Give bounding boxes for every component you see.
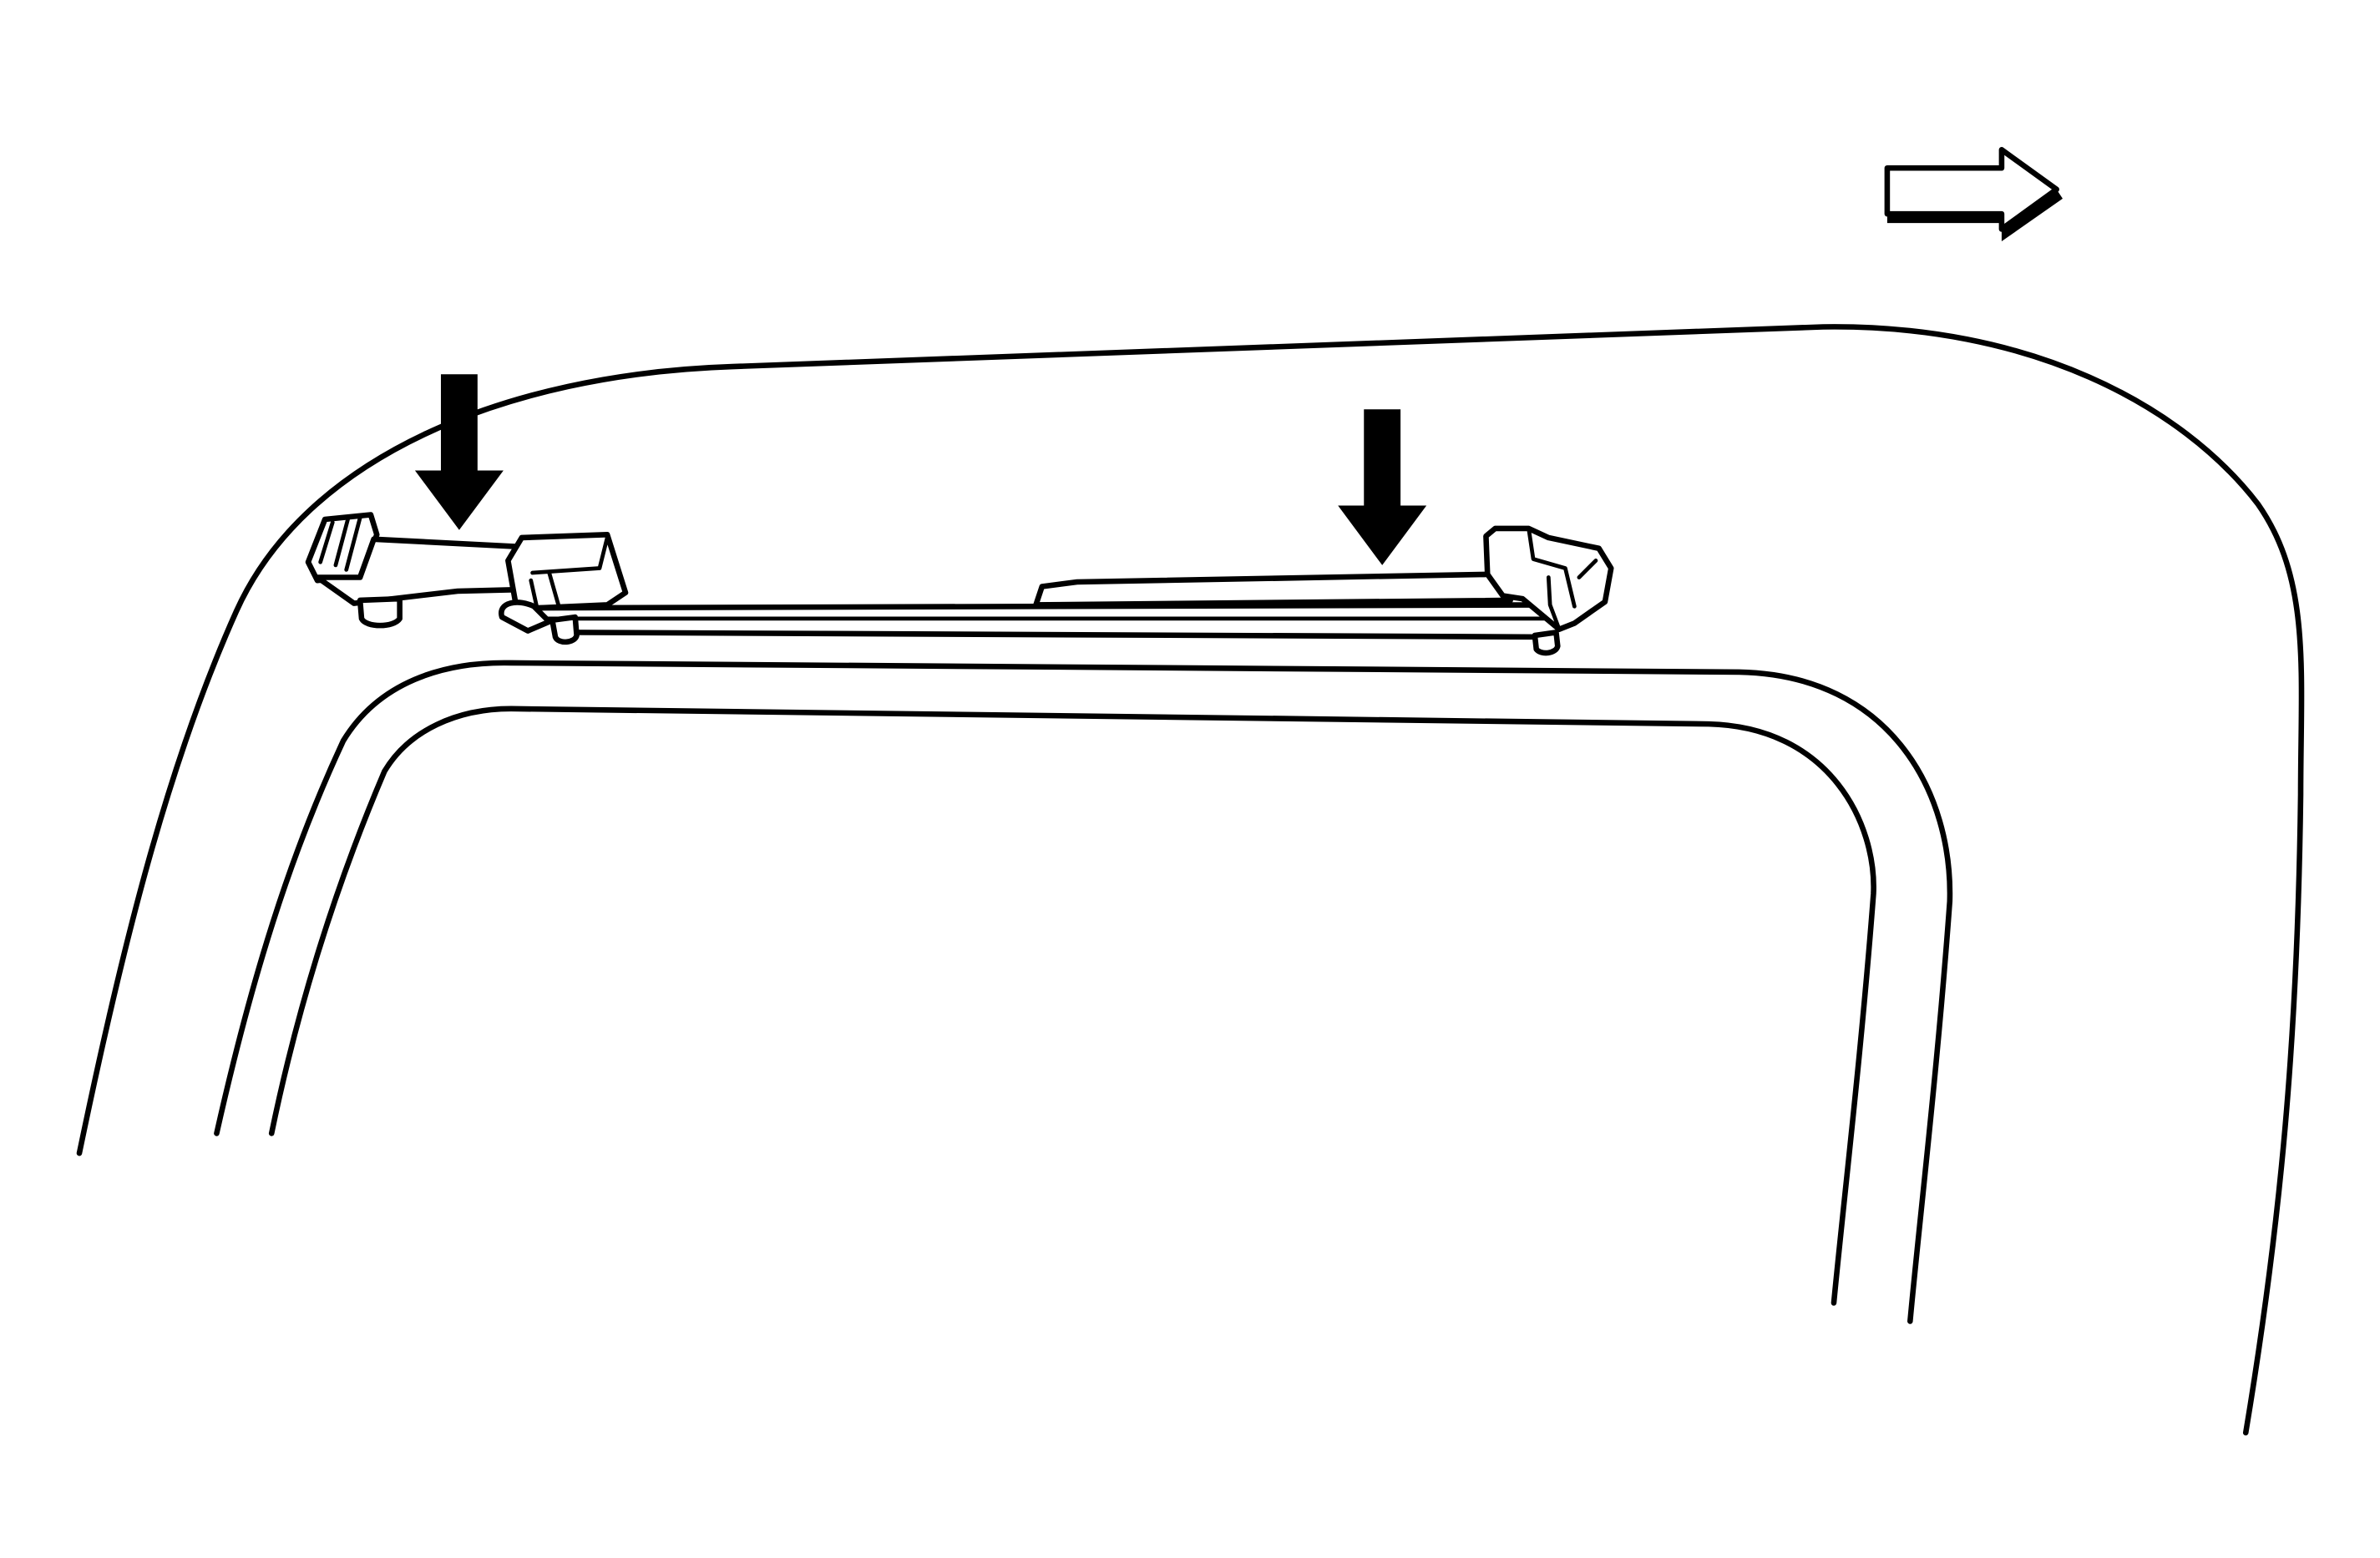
rail-bar-bottom <box>565 630 1544 640</box>
rail-left-end <box>499 599 552 634</box>
left-clip-housing-detail <box>529 535 610 610</box>
panel-outer-contour <box>76 324 2305 1436</box>
rail-upper-cover <box>1033 571 1513 608</box>
direction-arrow-face <box>1884 146 2059 232</box>
right-clip <box>1483 525 1614 656</box>
right-clip-pin <box>1532 630 1561 656</box>
arrow-right-outline-icon <box>1884 146 2063 242</box>
right-clip-detail <box>1527 526 1598 632</box>
left-clip-tab-inner <box>318 515 362 572</box>
arrow-down-icon <box>414 374 504 530</box>
opening-outer-edge <box>214 660 1953 1324</box>
opening-inner-edge <box>268 706 1876 1306</box>
rail-bar-top <box>534 602 1559 611</box>
arrow-down-icon <box>1338 409 1427 565</box>
rail-assembly <box>499 571 1559 645</box>
left-clip-peg <box>357 595 403 629</box>
rail-left-pin <box>549 614 580 645</box>
